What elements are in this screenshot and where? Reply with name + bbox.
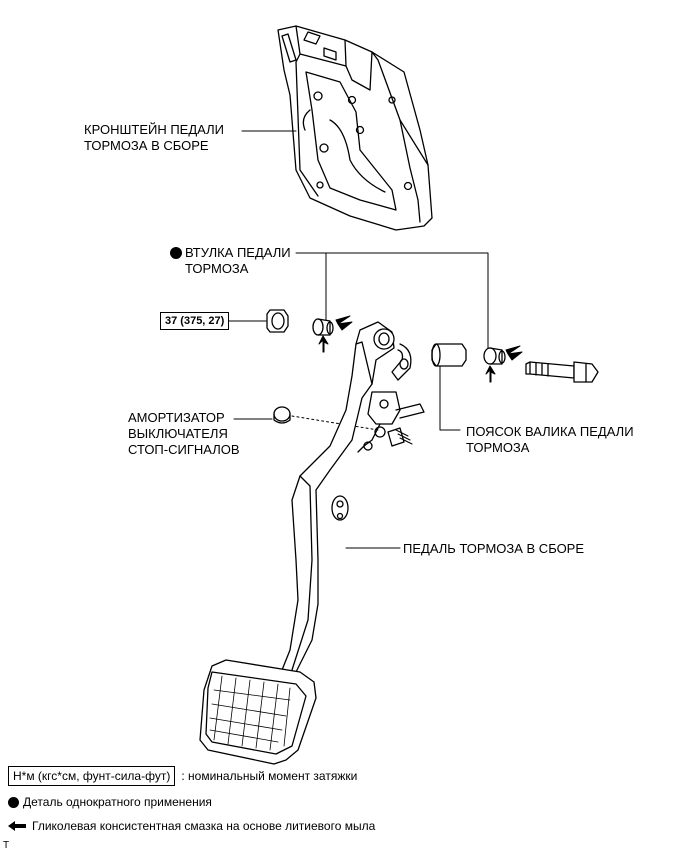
nut-drawing [227,309,289,333]
legend-grease-text: Гликолевая консистентная смазка на основ… [32,819,376,833]
cushion-label-line-3: СТОП-СИГНАЛОВ [128,442,240,457]
legend-non-reusable-text: Деталь однократного применения [23,795,212,809]
cushion-label-line-2: ВЫКЛЮЧАТЕЛЯ [128,426,228,441]
bracket-label-line-2: ТОРМОЗА В СБОРЕ [84,138,209,153]
grease-arrow-icon [318,335,329,353]
left-bushing-drawing [312,318,334,336]
brake-pedal-bracket-drawing [277,25,433,231]
legend-non-reusable-row: Деталь однократного применения [8,794,212,810]
grease-arrow-icon [505,345,523,361]
filled-circle-icon [8,796,19,808]
bolt-drawing [525,361,599,383]
bracket-label-line-1: КРОНШТЕЙН ПЕДАЛИ [84,122,224,137]
collar-label-line-2: ТОРМОЗА [466,440,530,455]
non-reusable-dot-icon [170,247,182,259]
cushion-label-line-1: АМОРТИЗАТОР [128,410,225,425]
collar-label: ПОЯСОК ВАЛИКА ПЕДАЛИ ТОРМОЗА [466,424,634,456]
left-arrow-icon [8,821,26,831]
pedal-label: ПЕДАЛЬ ТОРМОЗА В СБОРЕ [403,541,585,556]
collar-label-line-1: ПОЯСОК ВАЛИКА ПЕДАЛИ [466,424,634,439]
legend-torque-desc: : номинальный момент затяжки [181,769,358,783]
brake-pedal-pad-drawing [199,659,317,765]
stop-light-switch-cushion-drawing [233,406,379,431]
bracket-label: КРОНШТЕЙН ПЕДАЛИ ТОРМОЗА В СБОРЕ [84,122,224,154]
bushing-leader-lines [295,252,489,355]
grease-arrow-icon [335,315,353,331]
cushion-label: АМОРТИЗАТОР ВЫКЛЮЧАТЕЛЯ СТОП-СИГНАЛОВ [128,410,240,458]
brake-pedal-arm-drawing [277,321,425,681]
torque-spec-box: 37 (375, 27) [160,312,230,330]
legend-grease-row: Гликолевая консистентная смазка на основ… [8,818,375,834]
bushing-label: ВТУЛКА ПЕДАЛИ ТОРМОЗА [185,245,291,277]
bushing-label-line-2: ТОРМОЗА [185,261,249,276]
bushing-label-line-1: ВТУЛКА ПЕДАЛИ [185,245,291,260]
collar-drawing [431,343,467,431]
legend-torque-unit: Н*м (кгс*см, фунт-сила-фут) [8,766,176,786]
footer-mark: T [3,840,10,851]
right-bushing-drawing [483,347,506,365]
legend-torque-row: Н*м (кгс*см, фунт-сила-фут) : номинальны… [8,766,357,786]
grease-arrow-icon [485,365,496,383]
